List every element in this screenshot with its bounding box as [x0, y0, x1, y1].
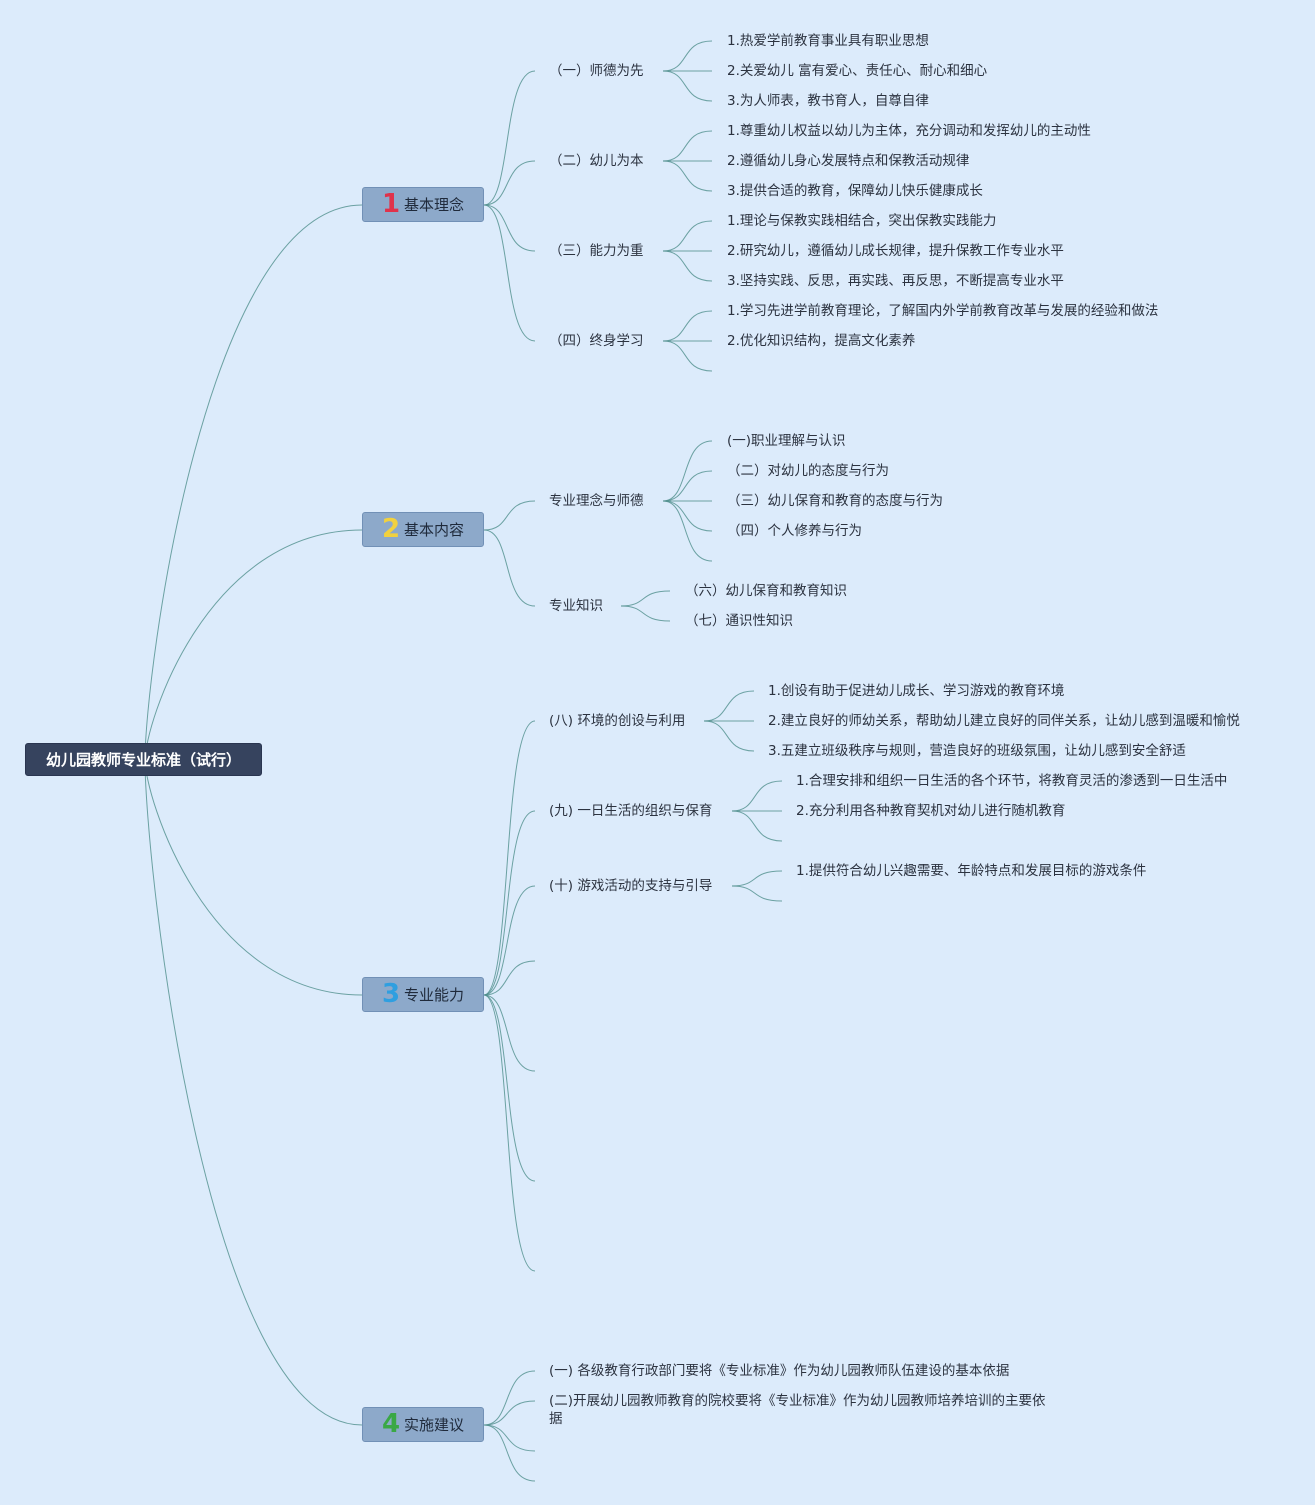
root-label: 幼儿园教师专业标准（试行） — [45, 751, 241, 769]
leaf-item[interactable]: 3.为人师表，教书育人，自尊自律 — [727, 93, 929, 109]
connector-curve — [483, 1400, 536, 1426]
number-1-icon: 1 — [381, 188, 401, 219]
connector-curve — [731, 885, 783, 902]
leaf-item[interactable]: 2.研究幼儿，遵循幼儿成长规律，提升保教工作专业水平 — [727, 243, 1064, 259]
connector-curve — [483, 204, 536, 252]
leaf-item[interactable]: 3.五建立班级秩序与规则，营造良好的班级氛围，让幼儿感到安全舒适 — [768, 743, 1186, 759]
connector-curve — [483, 720, 536, 996]
branch-label: 基本内容 — [404, 521, 465, 539]
connector-curve — [483, 960, 536, 996]
connector-curve — [144, 759, 363, 996]
connector-curve — [144, 529, 363, 761]
connector-curve — [483, 885, 536, 996]
branch-label: 实施建议 — [404, 1416, 465, 1434]
connector-curve — [483, 994, 536, 1182]
leaf-item[interactable]: 3.提供合适的教育，保障幼儿快乐健康成长 — [727, 183, 983, 199]
leaf-item[interactable]: (一)职业理解与认识 — [727, 433, 846, 449]
topic-child-centered[interactable]: （二）幼儿为本 — [549, 153, 644, 169]
connector-curve — [662, 250, 713, 282]
leaf-item[interactable]: 1.提供符合幼儿兴趣需要、年龄特点和发展目标的游戏条件 — [796, 863, 1147, 879]
connector-curve — [731, 780, 783, 812]
connector-curve — [483, 994, 536, 1272]
leaf-item[interactable]: 1.热爱学前教育事业具有职业思想 — [727, 33, 929, 49]
connector-curve — [662, 500, 713, 562]
leaf-item[interactable]: 1.理论与保教实践相结合，突出保教实践能力 — [727, 213, 997, 229]
connector-curve — [662, 340, 713, 372]
leaf-item[interactable]: （七）通识性知识 — [685, 613, 793, 629]
connector-curve — [731, 870, 783, 887]
connector-curve — [483, 994, 536, 1072]
number-3-icon: 3 — [381, 978, 401, 1009]
connector-curve — [662, 70, 713, 102]
branch-label: 专业能力 — [404, 986, 465, 1004]
connector-curve — [483, 1370, 536, 1426]
topic-professional-ethics[interactable]: 专业理念与师德 — [549, 493, 644, 509]
topic-ability-focus[interactable]: （三）能力为重 — [549, 243, 644, 259]
leaf-item[interactable]: 2.遵循幼儿身心发展特点和保教活动规律 — [727, 153, 970, 169]
topic-item[interactable]: (一) 各级教育行政部门要将《专业标准》作为幼儿园教师队伍建设的基本依据 — [549, 1363, 1010, 1379]
root-node[interactable]: 幼儿园教师专业标准（试行） — [25, 743, 262, 776]
connector-curve — [483, 500, 536, 531]
connector-curve — [483, 160, 536, 206]
topic-daily-life[interactable]: (九) 一日生活的组织与保育 — [549, 803, 713, 819]
leaf-item[interactable]: （二）对幼儿的态度与行为 — [727, 463, 889, 479]
connector-curve — [662, 500, 713, 532]
connector-curve — [483, 529, 536, 607]
number-2-icon: 2 — [381, 513, 401, 544]
connector-curve — [662, 160, 713, 192]
topic-game-activities[interactable]: (十) 游戏活动的支持与引导 — [549, 878, 713, 894]
connector-curve — [731, 810, 783, 842]
leaf-item[interactable]: 1.创设有助于促进幼儿成长、学习游戏的教育环境 — [768, 683, 1065, 699]
connector-curve — [144, 759, 363, 1426]
connector-curve — [662, 440, 713, 502]
connector-curve — [483, 810, 536, 996]
topic-environment[interactable]: (八) 环境的创设与利用 — [549, 713, 686, 729]
branch-basic-content[interactable]: 2 基本内容 — [362, 512, 484, 547]
connector-curve — [483, 70, 536, 206]
leaf-item[interactable]: 2.关爱幼儿 富有爱心、责任心、耐心和细心 — [727, 63, 988, 79]
connector-curve — [483, 1424, 536, 1452]
leaf-item[interactable]: 3.坚持实践、反思，再实践、再反思，不断提高专业水平 — [727, 273, 1064, 289]
connector-curve — [620, 605, 671, 622]
leaf-item[interactable]: 1.合理安排和组织一日生活的各个环节，将教育灵活的渗透到一日生活中 — [796, 773, 1228, 789]
connector-curve — [662, 470, 713, 502]
connector-curve — [662, 220, 713, 252]
connector-curve — [483, 204, 536, 342]
connector-curve — [662, 310, 713, 342]
branch-label: 基本理念 — [404, 196, 465, 214]
leaf-item[interactable]: （四）个人修养与行为 — [727, 523, 862, 539]
connector-curve — [662, 130, 713, 162]
connector-curve — [662, 40, 713, 72]
topic-item[interactable]: (二)开展幼儿园教师教育的院校要将《专业标准》作为幼儿园教师培养培训的主要依据 — [549, 1393, 1046, 1427]
connector-curve — [703, 720, 755, 752]
topic-lifelong-learning[interactable]: （四）终身学习 — [549, 333, 644, 349]
connector-curve — [620, 590, 671, 607]
topic-ethics-first[interactable]: （一）师德为先 — [549, 63, 644, 79]
leaf-item[interactable]: 1.尊重幼儿权益以幼儿为主体，充分调动和发挥幼儿的主动性 — [727, 123, 1091, 139]
leaf-item[interactable]: 2.充分利用各种教育契机对幼儿进行随机教育 — [796, 803, 1066, 819]
leaf-item[interactable]: 1.学习先进学前教育理论，了解国内外学前教育改革与发展的经验和做法 — [727, 303, 1159, 319]
topic-professional-knowledge[interactable]: 专业知识 — [549, 598, 603, 614]
leaf-item[interactable]: 2.优化知识结构，提高文化素养 — [727, 333, 916, 349]
connector-curve — [144, 204, 363, 761]
leaf-item[interactable]: 2.建立良好的师幼关系，帮助幼儿建立良好的同伴关系，让幼儿感到温暖和愉悦 — [768, 713, 1240, 729]
branch-implementation[interactable]: 4 实施建议 — [362, 1407, 484, 1442]
number-4-icon: 4 — [381, 1408, 401, 1439]
leaf-item[interactable]: （六）幼儿保育和教育知识 — [685, 583, 847, 599]
branch-professional-ability[interactable]: 3 专业能力 — [362, 977, 484, 1012]
connector-curve — [703, 690, 755, 722]
connector-curve — [483, 1424, 536, 1482]
branch-basic-concept[interactable]: 1 基本理念 — [362, 187, 484, 222]
leaf-item[interactable]: （三）幼儿保育和教育的态度与行为 — [727, 493, 943, 509]
